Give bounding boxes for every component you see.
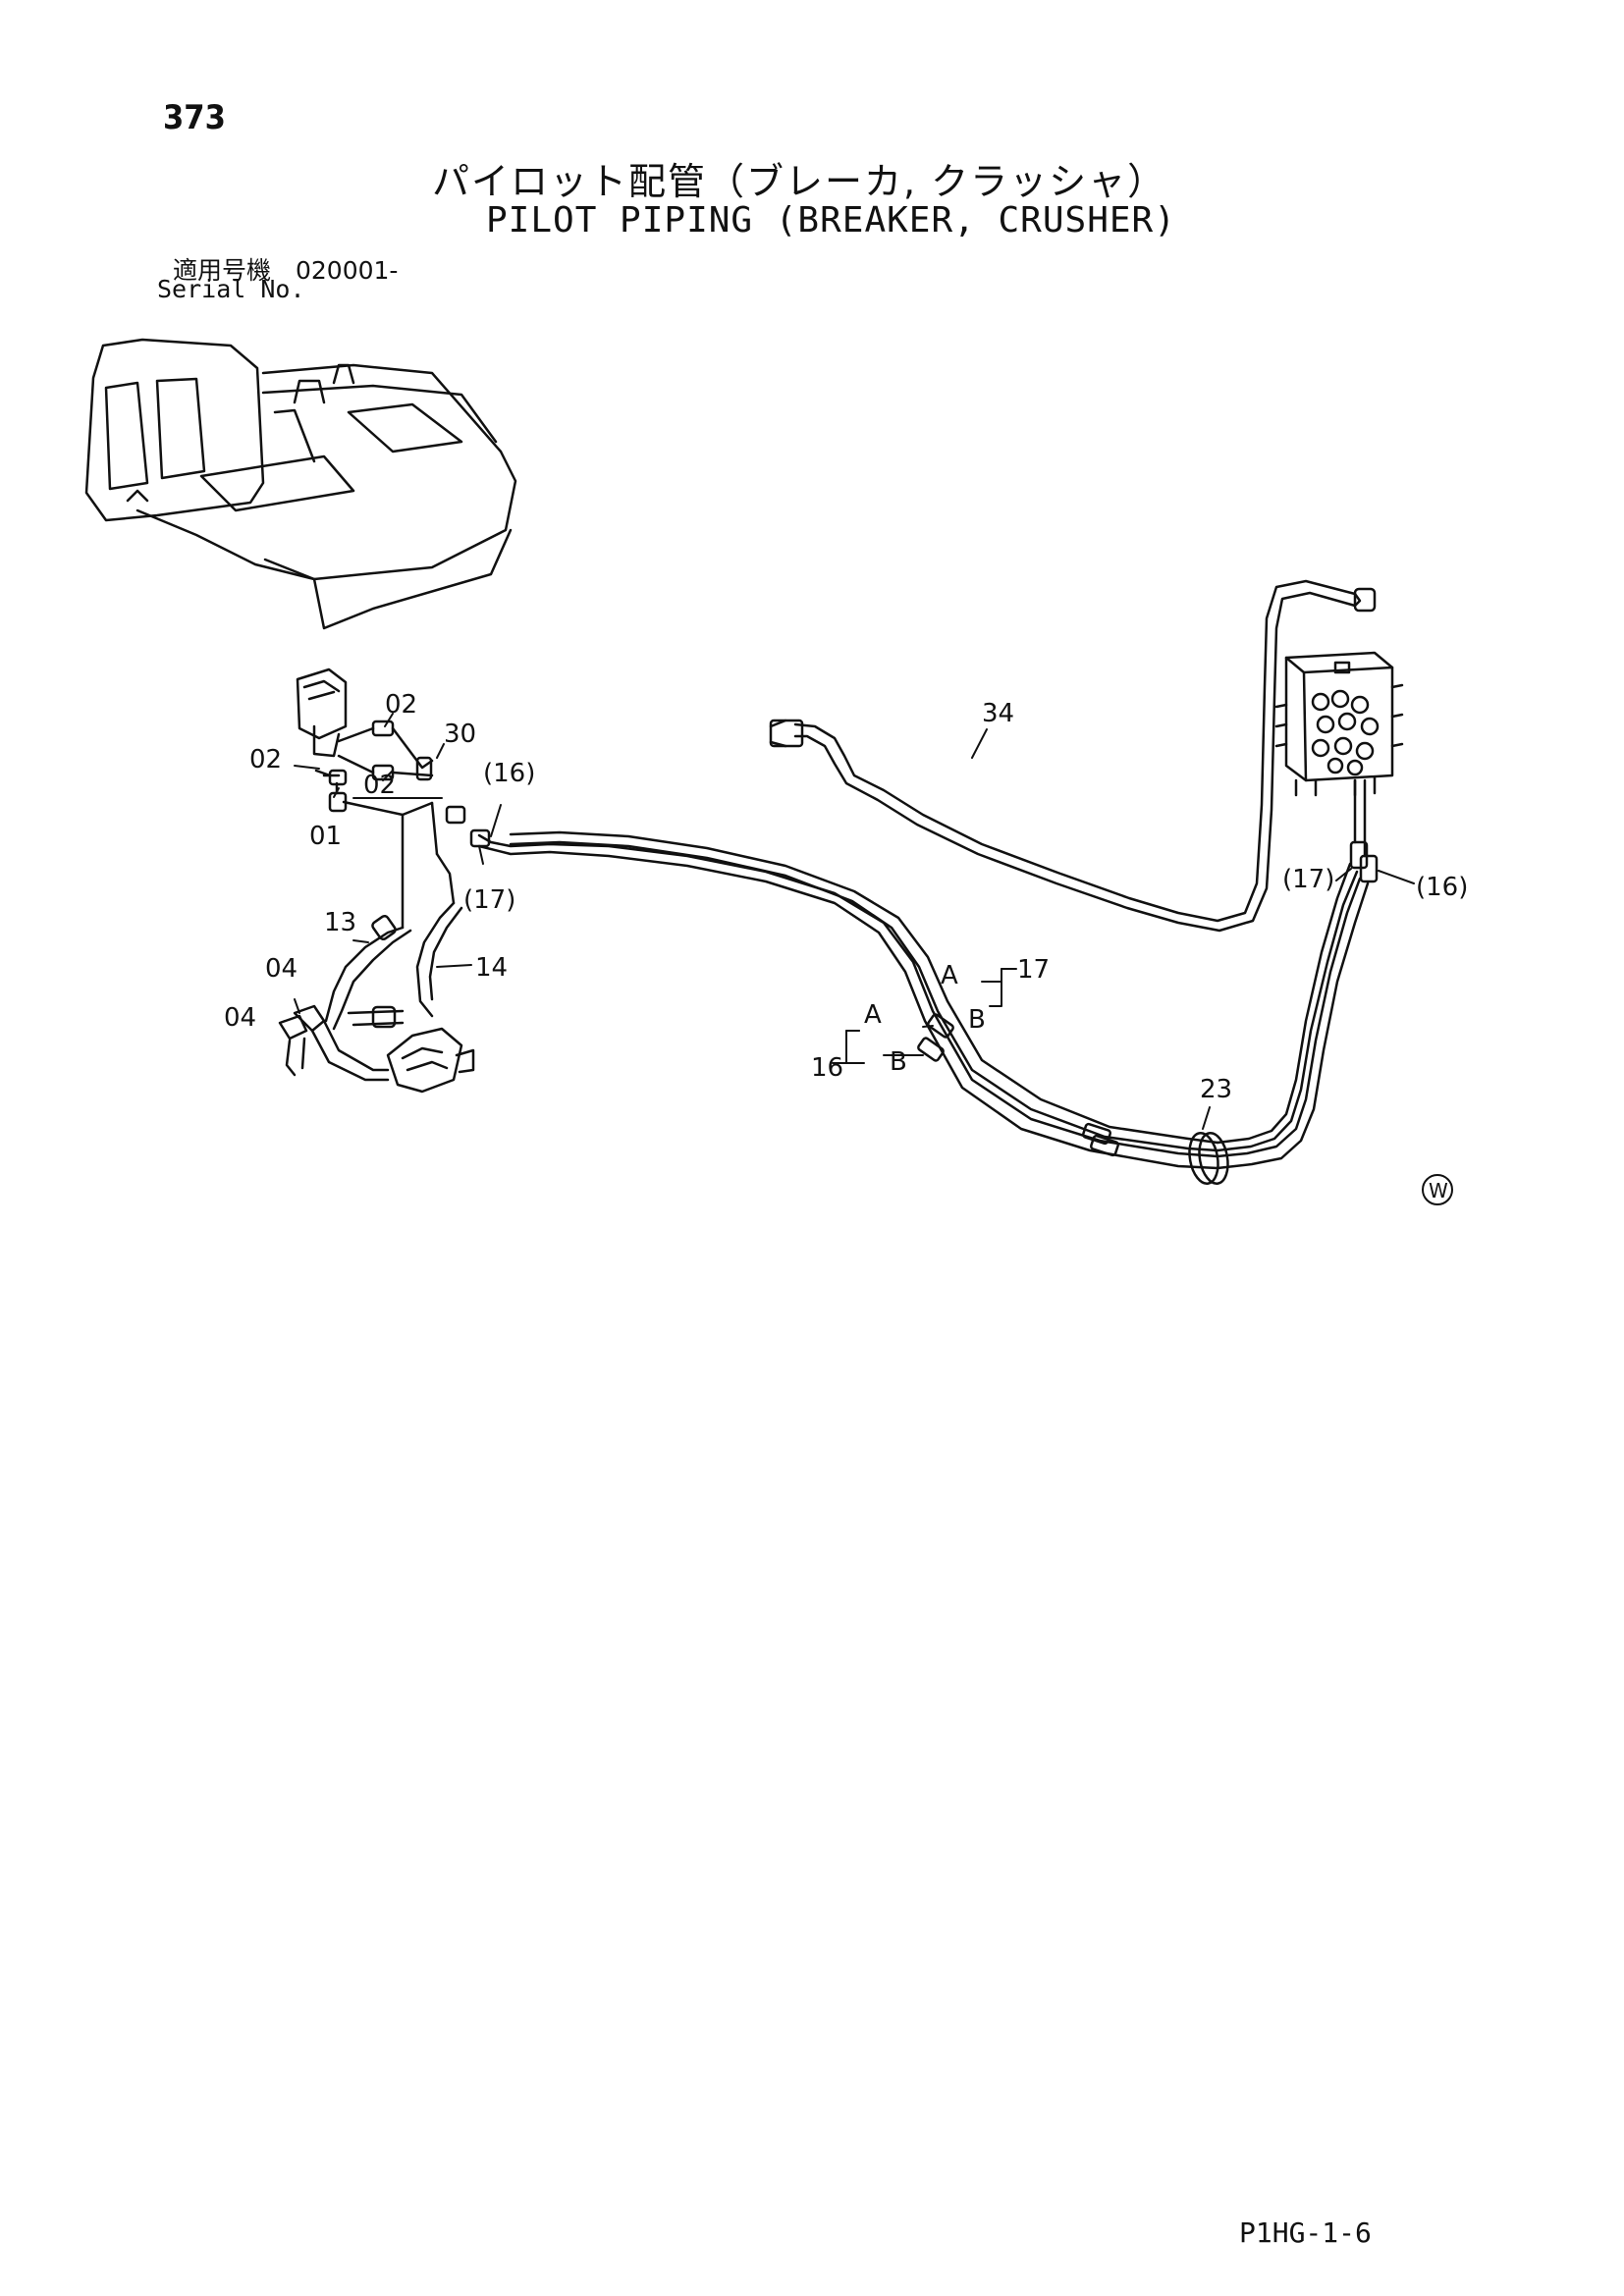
serial-label-japanese: 適用号機 020001- [173, 256, 399, 285]
callout-02-top: 02 [385, 690, 417, 720]
main-hose-run [469, 828, 1219, 1170]
callout-02-left: 02 [249, 745, 282, 774]
control-valve [1274, 651, 1404, 858]
callout-04-left: 04 [224, 1003, 256, 1033]
w-mark-circle [1422, 1174, 1453, 1205]
leader-lines [279, 713, 1415, 1130]
title-english: PILOT PIPING (BREAKER, CRUSHER) [486, 200, 1176, 240]
callout-02-mid: 02 [363, 771, 396, 800]
callout-16: 16 [811, 1053, 843, 1083]
callout-17-right: (17) [1282, 865, 1334, 894]
callout-13: 13 [324, 908, 356, 937]
callout-23: 23 [1200, 1075, 1232, 1104]
callout-17-left: (17) [463, 885, 515, 915]
callout-B-upper: B [968, 1005, 986, 1035]
callout-A-upper: A [941, 961, 958, 990]
callout-16-left: (16) [483, 759, 535, 788]
callout-34: 34 [982, 699, 1014, 728]
callout-30: 30 [444, 720, 476, 749]
drawing-code: P1HG-1-6 [1239, 2216, 1372, 2249]
callout-14: 14 [475, 953, 508, 983]
lower-pump-block [278, 1004, 475, 1094]
return-hoses-right [1216, 840, 1379, 1170]
callout-B-lower: B [890, 1047, 907, 1077]
w-mark-letter: W [1429, 1179, 1448, 1202]
callout-04-top: 04 [265, 954, 298, 984]
callout-01: 01 [309, 822, 342, 851]
hose-34 [769, 579, 1377, 933]
callout-A-lower: A [864, 1000, 882, 1030]
excavator-overview-illustration [84, 338, 517, 630]
serial-label-english: Serial No. [157, 275, 305, 303]
page-number: 373 [163, 98, 226, 137]
callout-16-right: (16) [1416, 873, 1468, 902]
hose-13-14 [324, 901, 463, 1031]
pilot-valve-assembly [296, 667, 466, 930]
clamp-23 [1188, 1132, 1229, 1185]
callout-17: 17 [1017, 955, 1050, 985]
title-japanese: パイロット配管（ブレーカ, クラッシャ） [432, 160, 1167, 203]
